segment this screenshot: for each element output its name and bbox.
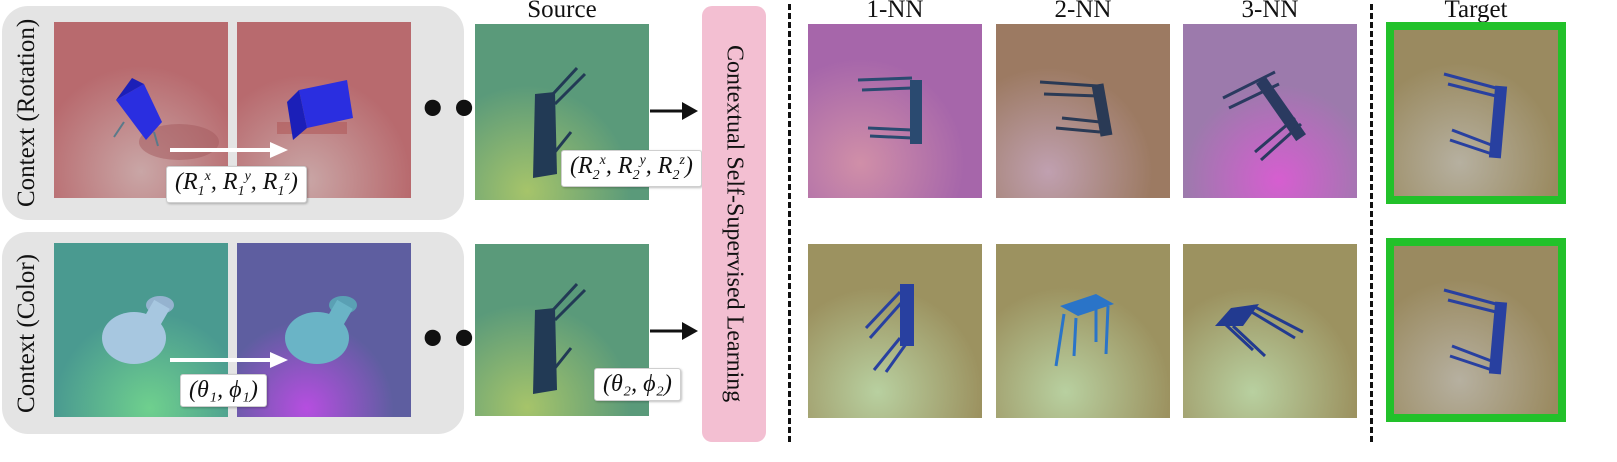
color-nn-2-image xyxy=(996,244,1170,418)
rotation-target-image xyxy=(1386,22,1566,204)
source-header: Source xyxy=(527,0,597,23)
color-context-arrow xyxy=(168,348,292,372)
context-color-label: Context (Color) xyxy=(13,253,40,413)
color-context-image-2 xyxy=(237,243,411,417)
rotation-nn-2-image xyxy=(996,24,1170,198)
color-to-method-arrow xyxy=(650,320,700,342)
color-target-image xyxy=(1386,238,1566,422)
rotation-source-tag: (R2x, R2y, R2z) xyxy=(561,150,702,187)
color-nn-3-image xyxy=(1183,244,1357,418)
context-rotation-label: Context (Rotation) xyxy=(13,18,40,208)
separator-left xyxy=(788,4,791,442)
rotation-context-arrow xyxy=(168,138,290,162)
nn-header-2: 2-NN xyxy=(1054,0,1112,23)
rotation-to-method-arrow xyxy=(650,100,700,122)
rotation-nn-1-image xyxy=(808,24,982,198)
color-nn-1-image xyxy=(808,244,982,418)
color-source-tag: (θ₂, ϕ₂) xyxy=(594,368,681,401)
nn-header-3: 3-NN xyxy=(1241,0,1299,23)
separator-right xyxy=(1370,4,1373,442)
target-header: Target xyxy=(1444,0,1508,23)
nn-header-1: 1-NN xyxy=(866,0,924,23)
color-context-tag: (θ₁, ϕ₁) xyxy=(180,374,267,407)
rotation-context-tag: (R1x, R1y, R1z) xyxy=(166,166,307,203)
method-box xyxy=(702,6,766,442)
rotation-nn-3-image xyxy=(1183,24,1357,198)
method-label: Contextual Self-Supervised Learning xyxy=(721,45,748,403)
